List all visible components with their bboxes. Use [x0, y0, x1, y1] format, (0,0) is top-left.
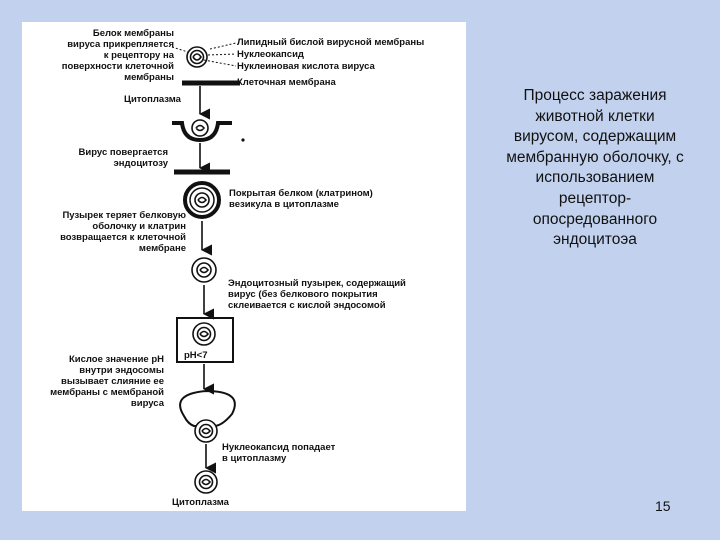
label-protein-attach: Белок мембраны вируса прикрепляется к ре…: [61, 28, 174, 83]
endocytosis-pit: [172, 119, 232, 143]
label-endocytosis: Вирус повергается эндоцитозу: [78, 147, 168, 169]
infection-diagram: Белок мембраны вируса прикрепляется к ре…: [22, 22, 466, 511]
dot-marker: [241, 138, 245, 142]
label-vesicle-loses-coat: Пузырек теряет белковую оболочку и клатр…: [60, 210, 186, 254]
label-coated-vesicle: Покрытая белком (клатрином) везикула в ц…: [229, 188, 373, 210]
endocytic-vesicle: [191, 257, 217, 283]
label-cell-membrane: Клеточная мембрана: [237, 77, 336, 88]
nucleocapsid-released: [194, 470, 218, 494]
page-number: 15: [655, 498, 671, 514]
leader-nucleocapsid: [207, 53, 237, 56]
diagram-graphics: [171, 42, 245, 494]
label-acid-ph: Кислое значение рН внутри эндосомы вызыв…: [50, 354, 164, 409]
label-cytoplasm-bottom: Цитоплазма: [172, 497, 229, 508]
slide-caption: Процесс заражения животной клетки вирусо…: [506, 87, 684, 249]
leader-protein: [171, 46, 189, 53]
label-nucleocapsid-enters: Нуклеокапсид попадает в цитоплазму: [222, 442, 336, 464]
endosome-box: [176, 317, 234, 363]
virus-in-endosome: [192, 322, 216, 346]
leader-lipid: [209, 42, 237, 50]
label-endocytic-vesicle: Эндоцитозный пузырек, содержащий вирус (…: [228, 278, 406, 311]
label-nucleocapsid: Нуклеокапсид: [237, 49, 304, 60]
label-nucleic-acid: Нуклеиновая кислота вируса: [237, 61, 375, 72]
coated-vesicle: [183, 181, 221, 219]
label-cytoplasm-top: Цитоплазма: [124, 94, 181, 105]
leader-nucleic-acid: [203, 59, 237, 67]
label-ph: pH<7: [184, 350, 208, 361]
leader-membrane: [233, 81, 237, 84]
label-lipid-bilayer: Липидный бислой вирусной мембраны: [237, 37, 425, 48]
virus-particle-1: [186, 46, 208, 68]
membrane-fusion: [179, 389, 236, 443]
